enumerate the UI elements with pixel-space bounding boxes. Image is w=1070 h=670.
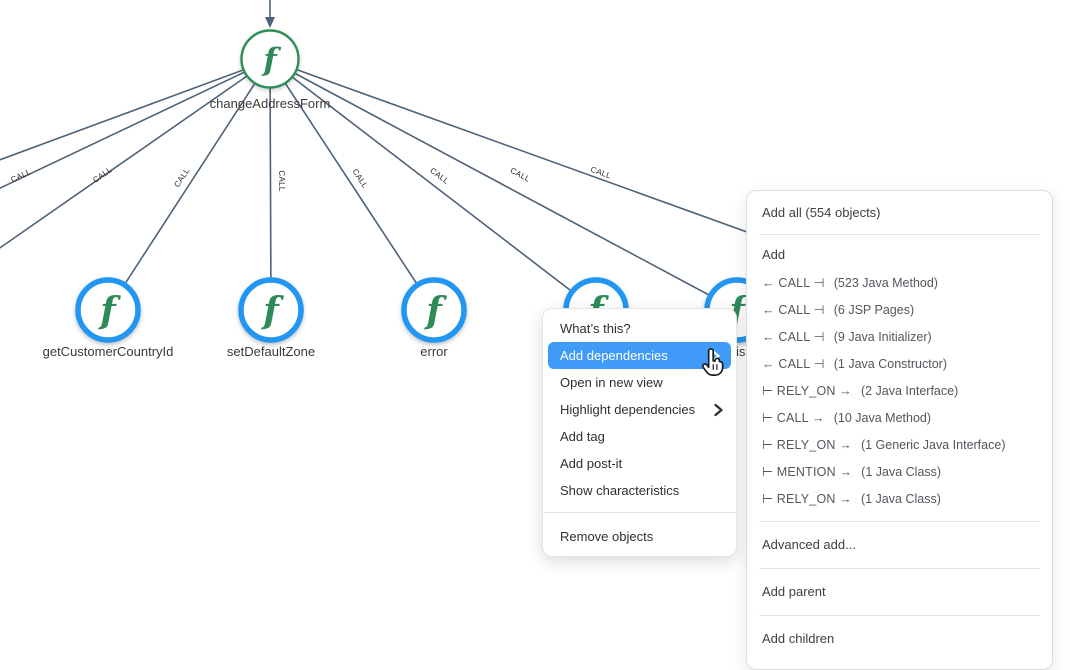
menu-item-label: Add tag <box>560 429 605 444</box>
submenu-item-relyon-out-java-interface[interactable]: ⊢ RELY_ON → (2 Java Interface) <box>747 378 1052 405</box>
submenu-item-call-in-jsp-pages[interactable]: ← CALL ⊣ (6 JSP Pages) <box>747 297 1052 324</box>
edge-label-call: CALL <box>91 165 114 185</box>
submenu-item-relyon-out-java-class[interactable]: ⊢ RELY_ON → (1 Java Class) <box>747 486 1052 513</box>
relation-count: (1 Java Constructor) <box>833 357 947 371</box>
menu-item-label: Show characteristics <box>560 483 680 498</box>
menu-item-open-in-new-view[interactable]: Open in new view <box>543 369 736 396</box>
relation-count: (6 JSP Pages) <box>833 303 915 317</box>
node-getCustomerCountryId[interactable]: f <box>75 277 141 343</box>
relation-label: ⊢ RELY_ON → <box>762 438 852 452</box>
submenu-item-advanced-add[interactable]: Advanced add... <box>747 527 1052 563</box>
submenu-divider <box>759 521 1040 522</box>
edge-call[interactable] <box>269 59 597 311</box>
edge-label-call: CALL <box>9 167 32 184</box>
edge-call[interactable] <box>107 59 271 311</box>
node-label: error <box>420 344 448 359</box>
relation-label: ← CALL ⊣ <box>762 303 825 317</box>
submenu-section-add: Add <box>747 240 1052 270</box>
submenu-divider <box>759 615 1040 616</box>
menu-item-label: Add dependencies <box>560 348 668 363</box>
menu-item-add-post-it[interactable]: Add post-it <box>543 450 736 477</box>
edge-call[interactable] <box>0 59 271 191</box>
menu-item-highlight-dependencies[interactable]: Highlight dependencies <box>543 396 736 423</box>
menu-divider <box>543 512 736 513</box>
menu-item-whats-this[interactable]: What’s this? <box>543 315 736 342</box>
menu-item-label: Highlight dependencies <box>560 402 696 417</box>
edge-call[interactable] <box>269 59 435 311</box>
relation-count: (1 Java Class) <box>861 465 942 479</box>
relation-label: ← CALL ⊣ <box>762 330 825 344</box>
relation-count: (523 Java Method) <box>833 276 938 290</box>
context-menu: What’s this? Add dependencies Open in ne… <box>542 308 737 557</box>
relation-label: ⊢ RELY_ON → <box>762 384 852 398</box>
menu-item-add-tag[interactable]: Add tag <box>543 423 736 450</box>
relation-count: (1 Generic Java Interface) <box>860 438 1006 452</box>
submenu-divider <box>759 568 1040 569</box>
menu-item-label: Open in new view <box>560 375 663 390</box>
chevron-right-icon <box>711 349 720 362</box>
edge-call[interactable] <box>269 59 738 311</box>
submenu-item-add-parent[interactable]: Add parent <box>747 574 1052 610</box>
edge-call[interactable] <box>269 59 272 311</box>
submenu-item-relyon-out-generic-java-interface[interactable]: ⊢ RELY_ON → (1 Generic Java Interface) <box>747 432 1052 459</box>
edge-label-call: CALL <box>277 170 286 191</box>
arrowhead-icon <box>265 17 275 28</box>
relation-count: (10 Java Method) <box>833 411 932 425</box>
submenu-item-call-in-java-initializer[interactable]: ← CALL ⊣ (9 Java Initializer) <box>747 324 1052 351</box>
menu-item-add-dependencies[interactable]: Add dependencies <box>548 342 731 369</box>
node-label-fragment: is <box>736 344 746 359</box>
add-dependencies-submenu: Add all (554 objects) Add ← CALL ⊣ (523 J… <box>746 190 1053 670</box>
submenu-item-label: Advanced add... <box>762 537 856 552</box>
relation-label: ⊢ CALL → <box>762 411 825 425</box>
submenu-item-label: Add all (554 objects) <box>762 205 881 220</box>
submenu-item-mention-out-java-class[interactable]: ⊢ MENTION → (1 Java Class) <box>747 459 1052 486</box>
submenu-item-add-children[interactable]: Add children <box>747 621 1052 657</box>
menu-item-label: Remove objects <box>560 529 654 544</box>
submenu-section-label: Add <box>762 247 786 262</box>
relation-label: ← CALL ⊣ <box>762 357 825 371</box>
relation-count: (2 Java Interface) <box>860 384 959 398</box>
hand-cursor-icon <box>701 348 724 376</box>
chevron-right-icon <box>714 403 723 416</box>
node-changeAddressForm[interactable]: f <box>240 29 300 89</box>
java-method-icon: f <box>261 42 281 78</box>
menu-item-label: Add post-it <box>560 456 623 471</box>
node-label: changeAddressForm <box>210 96 331 111</box>
submenu-item-call-in-java-constructor[interactable]: ← CALL ⊣ (1 Java Constructor) <box>747 351 1052 378</box>
node-label: setDefaultZone <box>227 344 315 359</box>
submenu-item-label: Add parent <box>762 584 826 599</box>
edge-call[interactable] <box>0 59 271 162</box>
relation-label: ⊢ MENTION → <box>762 465 853 479</box>
relation-count: (9 Java Initializer) <box>833 330 932 344</box>
edge-label-call: CALL <box>589 165 612 181</box>
relation-count: (1 Java Class) <box>860 492 941 506</box>
edge-labels: CALL CALL CALL CALL CALL CALL CALL CALL <box>9 165 612 192</box>
node-error[interactable]: f <box>401 277 467 343</box>
relation-label: ← CALL ⊣ <box>762 276 825 290</box>
submenu-item-call-in-java-method[interactable]: ← CALL ⊣ (523 Java Method) <box>747 270 1052 297</box>
dependency-graph: CALL CALL CALL CALL CALL CALL CALL CALL … <box>0 0 1006 359</box>
menu-item-remove-objects[interactable]: Remove objects <box>543 523 736 550</box>
submenu-item-call-out-java-method[interactable]: ⊢ CALL → (10 Java Method) <box>747 405 1052 432</box>
menu-item-label: What’s this? <box>560 321 631 336</box>
node-setDefaultZone[interactable]: f <box>238 277 304 343</box>
submenu-item-add-all[interactable]: Add all (554 objects) <box>747 197 1052 229</box>
edge-label-call: CALL <box>509 166 532 184</box>
relation-label: ⊢ RELY_ON → <box>762 492 852 506</box>
menu-item-show-characteristics[interactable]: Show characteristics <box>543 477 736 504</box>
edge-call[interactable] <box>0 59 271 252</box>
submenu-item-label: Add children <box>762 631 835 646</box>
node-label: getCustomerCountryId <box>43 344 174 359</box>
submenu-divider <box>759 234 1040 235</box>
